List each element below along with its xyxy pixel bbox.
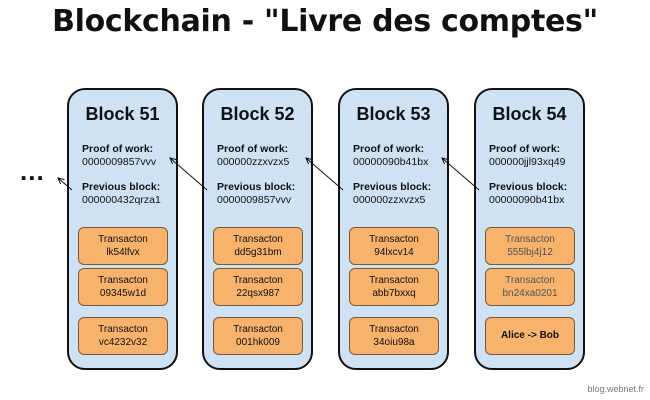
previous-value: 000000zzxvzx5 [353,194,426,206]
previous-value: 000000432qrza1 [82,194,161,206]
proof-of-work: Proof of work: 00000090b41bx [353,143,428,169]
link-arrow [442,158,480,191]
block-51: Block 51 Proof of work: 0000009857vvv Pr… [67,88,178,370]
transaction: Transacton 34oiu98a [349,317,439,355]
link-arrow [306,158,344,191]
block-title: Block 53 [356,104,431,124]
proof-of-work: Proof of work: 000000zzxvzx5 [217,143,289,169]
previous-label: Previous block: [82,181,161,193]
transaction: Transacton 22qsx987 [213,268,303,306]
previous-value: 0000009857vvv [217,194,292,206]
previous-label: Previous block: [217,181,296,193]
transaction: Transacton bn24xa0201 [485,268,575,306]
previous-label: Previous block: [489,181,568,193]
proof-label: Proof of work: [489,143,561,155]
proof-of-work: Proof of work: 000000jjl93xq49 [489,143,565,169]
previous-value: 00000090b41bx [489,194,565,206]
previous-block: Previous block: 000000432qrza1 [82,181,161,207]
previous-block: Previous block: 000000zzxvzx5 [353,181,431,207]
transaction: Transacton dd5g31bm [213,227,303,265]
diagram-title: Blockchain - "Livre des comptes" [52,4,598,39]
transaction: Transacton 555lbj4j12 [485,227,575,265]
proof-value: 000000jjl93xq49 [489,156,566,168]
proof-label: Proof of work: [353,143,425,155]
previous-label: Previous block: [353,181,432,193]
proof-value: 00000090b41bx [353,156,429,168]
block-52: Block 52 Proof of work: 000000zzxvzx5 Pr… [202,88,313,370]
block-title: Block 52 [220,104,295,124]
transaction: Transacton 001hk009 [213,317,303,355]
ellipsis: ... [20,156,45,186]
proof-label: Proof of work: [217,143,289,155]
block-54: Block 54 Proof of work: 000000jjl93xq49 … [474,88,585,370]
credit-text: blog.webnet.fr [587,384,644,394]
proof-of-work: Proof of work: 0000009857vvv [82,143,156,169]
previous-block: Previous block: 0000009857vvv [217,181,295,207]
transaction: Transacton 94lxcv14 [349,227,439,265]
block-53: Block 53 Proof of work: 00000090b41bx Pr… [338,88,449,370]
proof-value: 0000009857vvv [82,156,157,168]
link-arrow [58,178,73,191]
transaction-alice-bob: Alice -> Bob [485,317,575,355]
link-arrow [170,158,208,191]
transaction: Transacton abb7bxxq [349,268,439,306]
block-title: Block 51 [85,104,160,124]
previous-block: Previous block: 00000090b41bx [489,181,567,207]
proof-value: 000000zzxvzx5 [217,156,290,168]
transaction: Transacton vc4232v32 [78,317,168,355]
block-title: Block 54 [492,104,567,124]
proof-label: Proof of work: [82,143,154,155]
transaction: Transacton 09345w1d [78,268,168,306]
transaction: Transacton lk54lfvx [78,227,168,265]
